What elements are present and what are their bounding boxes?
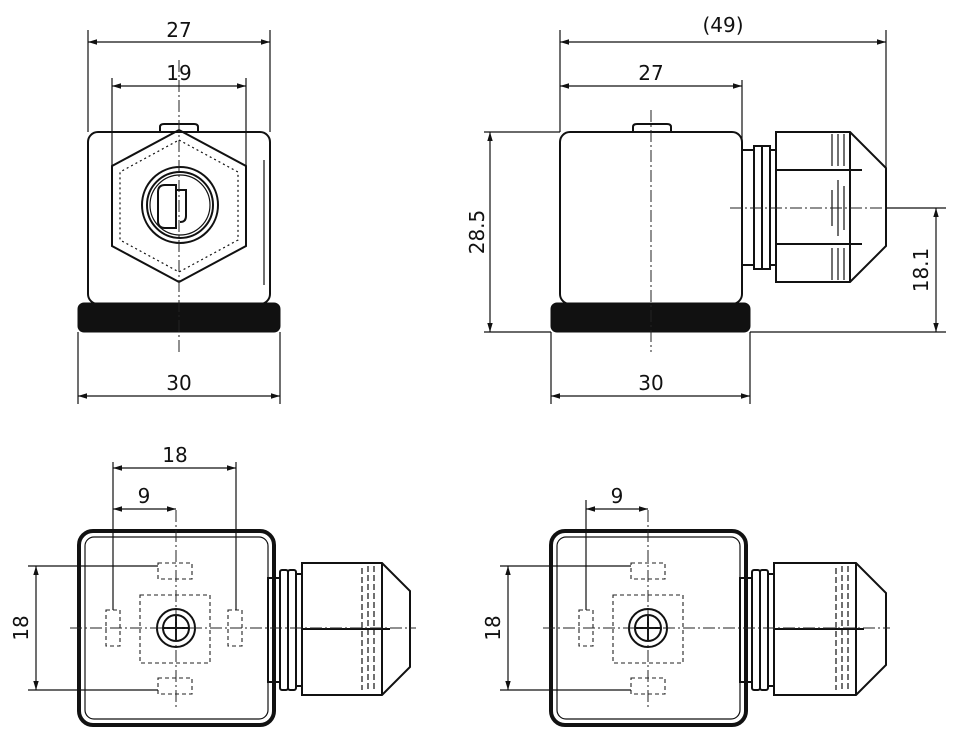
front-cable-ring-outer: [141, 166, 219, 244]
bl-thread: [279, 569, 289, 691]
dim-label-bl-pin-offset: 9: [138, 484, 151, 508]
side-top-tab: [632, 123, 672, 132]
dim-label-front-base-width: 30: [166, 371, 191, 395]
bl-contact-outline: [139, 594, 211, 664]
dim-label-br-height: 18: [481, 615, 505, 640]
side-gland-nut: [775, 131, 887, 283]
dim-label-front-hex-width: 19: [166, 61, 191, 85]
side-knurl: [831, 134, 845, 280]
dim-label-side-height: 28.5: [465, 210, 489, 255]
side-view: (49) 27 28.5 18.1 30: [465, 13, 946, 404]
front-cable-ring-inner: [149, 174, 211, 236]
br-thread: [759, 569, 769, 691]
dim-label-bl-height: 18: [9, 615, 33, 640]
br-thread: [751, 569, 761, 691]
front-cable-clip: [176, 189, 187, 223]
front-cable-ring-mid: [146, 171, 214, 239]
dim-label-side-base-width: 30: [638, 371, 663, 395]
br-knurl: [835, 566, 849, 692]
dim-label-side-cable-height: 18.1: [909, 248, 933, 293]
dim-label-br-pin-offset: 9: [611, 484, 624, 508]
bottom-view-left: 18 9 18: [9, 443, 416, 727]
bl-pin-top: [157, 562, 193, 580]
dim-label-bl-pin-span: 18: [162, 443, 187, 467]
bl-thread: [287, 569, 297, 691]
bl-pin-bottom: [157, 677, 193, 695]
dim-label-side-overall-width: (49): [702, 13, 743, 37]
front-body: [87, 131, 271, 305]
dim-label-side-body-width: 27: [638, 61, 663, 85]
bl-knurl: [361, 566, 375, 692]
dim-label-front-top-width: 27: [166, 18, 191, 42]
bottom-view-right: 9 18: [481, 484, 890, 727]
front-cable-insert: [157, 184, 177, 229]
front-view: 27 19 30: [77, 18, 281, 404]
